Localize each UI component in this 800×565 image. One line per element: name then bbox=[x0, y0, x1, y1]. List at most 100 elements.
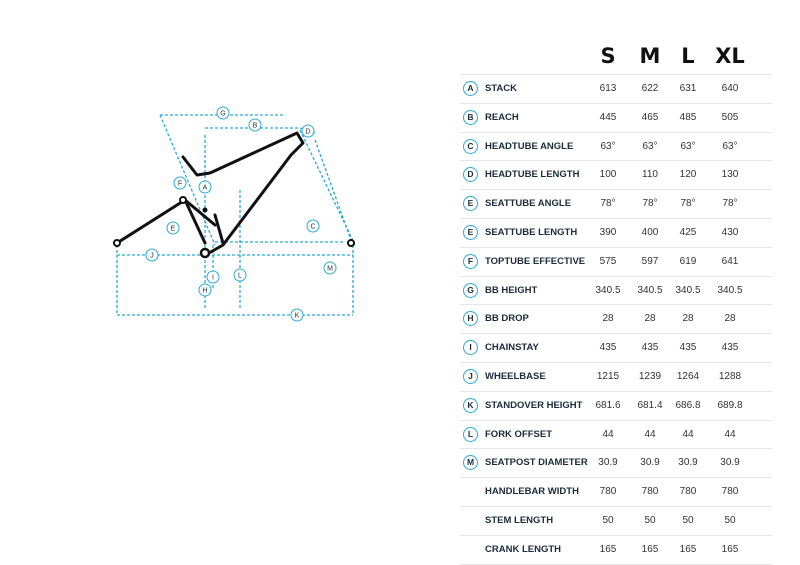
row-value: 44 bbox=[644, 428, 656, 440]
size-m-header: M bbox=[639, 44, 661, 68]
row-value: 1264 bbox=[676, 370, 700, 382]
row-value: 165 bbox=[599, 543, 617, 555]
row-value: 485 bbox=[679, 111, 697, 123]
row-badge: K bbox=[463, 397, 478, 413]
row-value: 120 bbox=[679, 169, 697, 181]
row-value: 50 bbox=[644, 514, 656, 526]
row-value: 340.5 bbox=[675, 284, 701, 296]
label-M: M bbox=[327, 266, 333, 273]
size-s-header: S bbox=[600, 44, 616, 68]
row-value: 430 bbox=[721, 226, 739, 238]
row-value: 631 bbox=[679, 83, 697, 94]
label-C: C bbox=[310, 224, 315, 231]
row-label: REACH bbox=[485, 111, 519, 123]
row-value: 30.9 bbox=[640, 457, 660, 469]
label-A: A bbox=[203, 185, 208, 192]
row-value: 44 bbox=[724, 428, 736, 440]
row-badge: H bbox=[463, 311, 478, 327]
row-label: SEATPOST DIAMETER bbox=[485, 457, 588, 469]
dimension-badges bbox=[145, 106, 337, 322]
row-value: 340.5 bbox=[637, 284, 663, 296]
row-value: 63° bbox=[642, 140, 658, 152]
badge-letters: G B D A F E C J I H L M K bbox=[150, 111, 333, 320]
row-label: WHEELBASE bbox=[485, 370, 546, 382]
row-badge: F bbox=[463, 253, 478, 269]
row-label: STEM LENGTH bbox=[485, 514, 554, 526]
row-value: 44 bbox=[602, 428, 614, 440]
row-badge: D bbox=[463, 167, 478, 183]
row-value: 640 bbox=[721, 83, 739, 94]
row-value: 681.4 bbox=[637, 399, 663, 411]
row-value: 390 bbox=[599, 226, 617, 238]
row-value: 686.8 bbox=[675, 399, 701, 411]
label-G: G bbox=[220, 111, 225, 118]
geometry-svg: G B D A F E C J I H L M K bbox=[113, 106, 356, 322]
row-value: 1239 bbox=[638, 370, 662, 382]
row-badge: B bbox=[463, 109, 478, 125]
row-badge: L bbox=[463, 426, 478, 442]
row-label: HANDLEBAR WIDTH bbox=[485, 486, 579, 498]
row-value: 1215 bbox=[596, 370, 620, 382]
row-badge: I bbox=[463, 340, 478, 356]
row-value: 100 bbox=[599, 169, 617, 181]
row-value: 28 bbox=[644, 313, 656, 325]
row-value: 1288 bbox=[718, 370, 742, 382]
row-value: 28 bbox=[682, 313, 694, 325]
row-value: 780 bbox=[599, 486, 617, 498]
row-value: 505 bbox=[721, 111, 739, 123]
frame-outline bbox=[115, 131, 305, 255]
table-row: L FORK OFFSET 44 44 44 44 bbox=[460, 419, 772, 449]
label-I: I bbox=[212, 275, 214, 282]
row-badge: J bbox=[463, 368, 478, 384]
row-label: STANDOVER HEIGHT bbox=[485, 399, 583, 411]
row-badge: A bbox=[463, 81, 478, 96]
row-value: 30.9 bbox=[678, 457, 698, 469]
label-K: K bbox=[295, 313, 300, 320]
row-value: 110 bbox=[642, 169, 658, 181]
row-value: 63° bbox=[680, 140, 696, 152]
row-value: 435 bbox=[721, 342, 739, 354]
axle-points bbox=[113, 196, 355, 259]
row-label: FORK OFFSET bbox=[485, 428, 553, 440]
row-value: 622 bbox=[641, 83, 659, 94]
row-badge: E bbox=[463, 224, 478, 240]
table-row: J WHEELBASE 1215 1239 1264 1288 bbox=[460, 361, 772, 391]
size-xl-header: XL bbox=[715, 44, 745, 68]
size-header-row: S M L XL bbox=[460, 40, 772, 74]
row-value: 340.5 bbox=[595, 284, 621, 296]
row-value: 641 bbox=[721, 255, 739, 267]
row-value: 340.5 bbox=[717, 284, 743, 296]
row-value: 597 bbox=[641, 255, 659, 267]
row-value: 44 bbox=[682, 428, 694, 440]
row-value: 780 bbox=[641, 486, 659, 498]
row-value: 78° bbox=[680, 198, 696, 210]
row-value: 78° bbox=[722, 198, 738, 210]
row-label: BB HEIGHT bbox=[485, 284, 538, 296]
row-value: 165 bbox=[679, 543, 697, 555]
row-value: 780 bbox=[721, 486, 739, 498]
row-badge: C bbox=[463, 138, 478, 154]
row-value: 435 bbox=[599, 342, 617, 354]
row-value: 400 bbox=[641, 226, 659, 238]
row-value: 78° bbox=[600, 198, 616, 210]
row-value: 78° bbox=[642, 198, 658, 210]
label-H: H bbox=[202, 288, 207, 295]
label-B: B bbox=[253, 123, 258, 130]
row-label: HEADTUBE ANGLE bbox=[485, 140, 574, 152]
row-label: CRANK LENGTH bbox=[485, 543, 561, 555]
row-value: 465 bbox=[641, 111, 659, 123]
row-value: 63° bbox=[600, 140, 616, 152]
row-value: 681.6 bbox=[595, 399, 621, 411]
row-value: 619 bbox=[679, 255, 697, 267]
row-value: 30.9 bbox=[720, 457, 740, 469]
row-badge: G bbox=[463, 282, 478, 298]
row-value: 28 bbox=[724, 313, 736, 325]
row-label: TOPTUBE EFFECTIVE bbox=[485, 255, 586, 267]
